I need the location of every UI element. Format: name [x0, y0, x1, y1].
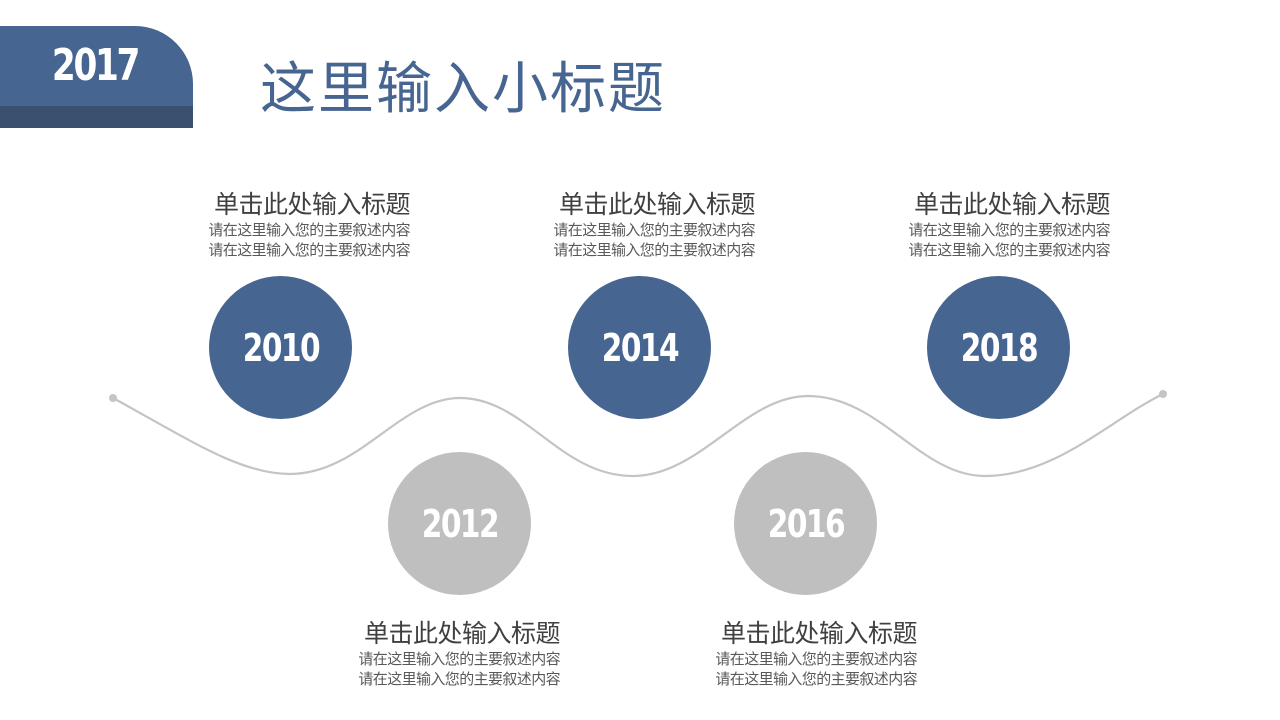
milestone-desc-line[interactable]: 请在这里输入您的主要叙述内容: [358, 650, 560, 668]
milestone-desc-line[interactable]: 请在这里输入您的主要叙述内容: [908, 241, 1110, 259]
year-circle-2016: 2016: [734, 452, 877, 595]
year-circle-2012: 2012: [388, 452, 531, 595]
milestone-desc-line[interactable]: 请在这里输入您的主要叙述内容: [208, 221, 410, 239]
milestone-title[interactable]: 单击此处输入标题: [720, 619, 918, 648]
milestone-title[interactable]: 单击此处输入标题: [913, 190, 1111, 219]
header-year: 2017: [51, 40, 141, 91]
wave-end-dot: [1159, 390, 1167, 398]
page-title: 这里输入小标题: [260, 57, 666, 122]
year-circle-2010: 2010: [209, 276, 352, 419]
year-circle-2014: 2014: [568, 276, 711, 419]
milestone-text-2012: 单击此处输入标题 请在这里输入您的主要叙述内容 请在这里输入您的主要叙述内容: [300, 619, 560, 689]
year-label: 2014: [601, 325, 679, 370]
milestone-text-2010: 单击此处输入标题 请在这里输入您的主要叙述内容 请在这里输入您的主要叙述内容: [150, 190, 410, 260]
milestone-desc-line[interactable]: 请在这里输入您的主要叙述内容: [715, 670, 917, 688]
milestone-desc-line[interactable]: 请在这里输入您的主要叙述内容: [208, 241, 410, 259]
year-circle-2018: 2018: [927, 276, 1070, 419]
milestone-desc-line[interactable]: 请在这里输入您的主要叙述内容: [715, 650, 917, 668]
milestone-desc-line[interactable]: 请在这里输入您的主要叙述内容: [553, 241, 755, 259]
milestone-text-2018: 单击此处输入标题 请在这里输入您的主要叙述内容 请在这里输入您的主要叙述内容: [850, 190, 1110, 260]
header-tab-band: [0, 106, 193, 128]
milestone-title[interactable]: 单击此处输入标题: [213, 190, 411, 219]
year-header-tab: 2017: [0, 26, 193, 128]
year-label: 2012: [421, 501, 499, 546]
milestone-title[interactable]: 单击此处输入标题: [558, 190, 756, 219]
milestone-desc-line[interactable]: 请在这里输入您的主要叙述内容: [553, 221, 755, 239]
year-label: 2016: [767, 501, 845, 546]
milestone-text-2014: 单击此处输入标题 请在这里输入您的主要叙述内容 请在这里输入您的主要叙述内容: [495, 190, 755, 260]
year-label: 2018: [960, 325, 1038, 370]
milestone-desc-line[interactable]: 请在这里输入您的主要叙述内容: [908, 221, 1110, 239]
milestone-desc-line[interactable]: 请在这里输入您的主要叙述内容: [358, 670, 560, 688]
wave-start-dot: [109, 394, 117, 402]
milestone-text-2016: 单击此处输入标题 请在这里输入您的主要叙述内容 请在这里输入您的主要叙述内容: [657, 619, 917, 689]
year-label: 2010: [242, 325, 320, 370]
milestone-title[interactable]: 单击此处输入标题: [363, 619, 561, 648]
